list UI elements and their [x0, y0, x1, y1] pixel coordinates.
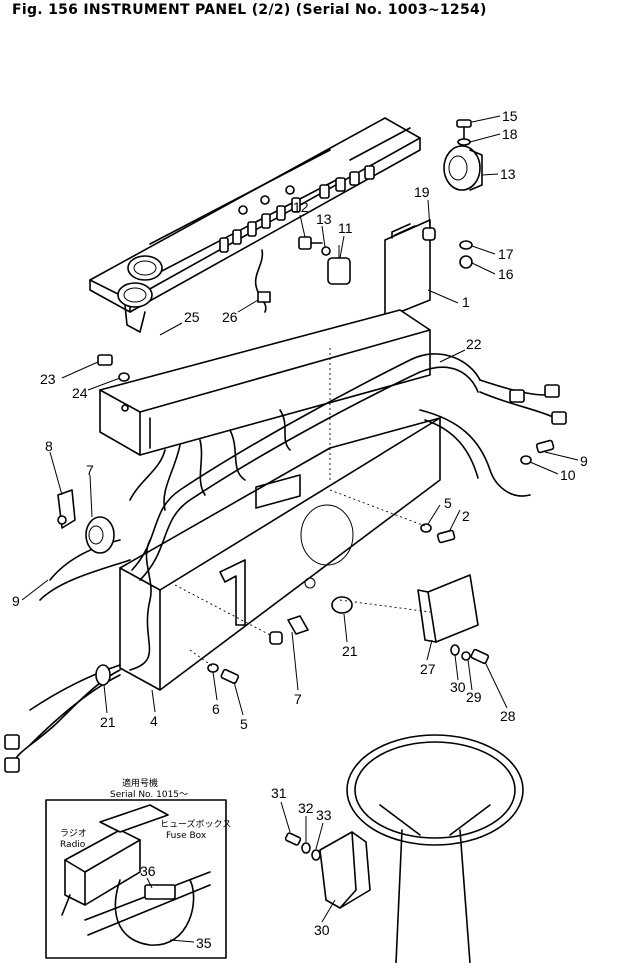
wire-harnesses — [4, 353, 567, 773]
inset-detail — [45, 799, 227, 959]
callout-7-bottom: 7 — [294, 691, 302, 707]
callout-33: 32 — [298, 800, 314, 816]
callout-12: 11 — [338, 220, 353, 236]
callout-28: 28 — [500, 708, 516, 724]
callout-4: 4 — [150, 713, 158, 729]
callout-17: 16 — [498, 266, 514, 282]
callout-27: 27 — [420, 661, 436, 677]
callout-5: 5 — [240, 716, 248, 732]
callout-25: 25 — [184, 309, 200, 325]
callout-34: 33 — [316, 807, 332, 823]
leader-lines — [21, 115, 579, 943]
callout-36: 36 — [140, 863, 156, 879]
callout-31: 30 — [314, 922, 330, 938]
callout-32: 31 — [271, 785, 287, 801]
figure-title: Fig. 156 INSTRUMENT PANEL (2/2) (Serial … — [12, 2, 487, 18]
inset-radio: Radio — [60, 840, 86, 850]
callout-24: 24 — [72, 385, 88, 401]
instrument-panel-assembly — [89, 117, 431, 333]
inset-applicable-jp: 適用号機 — [122, 777, 158, 789]
inset-labels: 適用号機 Serial No. 1015～ ラジオ Radio ヒューズボックス… — [60, 777, 231, 850]
inset-fuse-jp: ヒューズボックス — [160, 818, 231, 830]
callout-20: 19 — [414, 184, 430, 200]
callout-10: 9 — [580, 453, 588, 469]
small-hardware-group — [298, 119, 483, 269]
callout-35: 35 — [196, 935, 212, 951]
callout-21-left: 21 — [100, 714, 116, 730]
callout-11: 10 — [560, 467, 576, 483]
callout-22: 22 — [466, 336, 482, 352]
callout-7-top: 7 — [86, 462, 94, 478]
callout-30: 30 — [450, 679, 466, 695]
inset-serial: Serial No. 1015～ — [110, 790, 188, 800]
inset-fuse: Fuse Box — [166, 831, 207, 841]
alignment-lines — [174, 348, 431, 667]
callout-18: 17 — [498, 246, 514, 262]
callout-6: 6 — [212, 701, 220, 717]
relay-bracket — [57, 489, 115, 554]
steering-assembly — [284, 734, 524, 963]
callout-29: 29 — [466, 689, 482, 705]
callout-2: 2 — [462, 508, 470, 524]
callout-19: 18 — [502, 126, 518, 142]
callout-3: 5 — [444, 495, 452, 511]
callout-26: 26 — [222, 309, 238, 325]
callout-23: 23 — [40, 371, 56, 387]
callout-14: 13 — [316, 211, 332, 227]
callout-21-right: 21 — [342, 643, 358, 659]
lower-panel-box — [119, 417, 441, 691]
callout-16: 15 — [502, 108, 518, 124]
lamp-and-fasteners — [97, 354, 555, 685]
inset-radio-jp: ラジオ — [60, 828, 87, 839]
callout-8: 8 — [45, 438, 53, 454]
callout-numbers: 15 18 13 19 12 13 11 17 16 1 22 25 26 23… — [12, 108, 588, 951]
console-box — [99, 309, 431, 456]
callout-1: 1 — [462, 294, 470, 310]
callout-9: 9 — [12, 593, 20, 609]
callout-13: 12 — [293, 199, 309, 215]
callout-15: 13 — [500, 166, 516, 182]
